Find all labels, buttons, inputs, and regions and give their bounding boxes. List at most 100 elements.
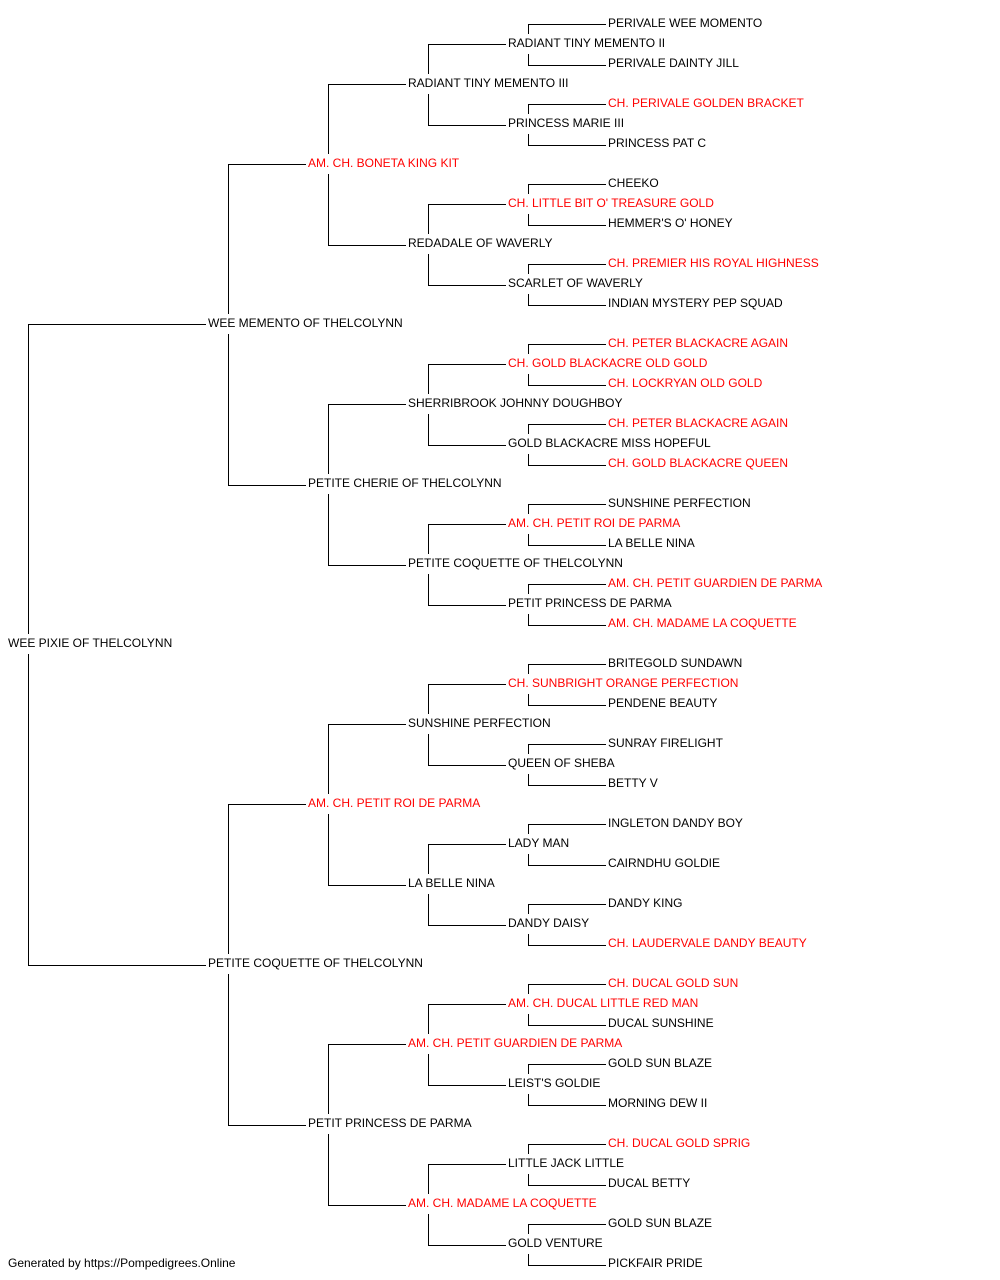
pedigree-name-pedigree.sire.sire.dam.dam.name: SCARLET OF WAVERLY: [508, 276, 643, 290]
connector-pedigree.dam.sire.sire.dam-dam: [528, 774, 606, 786]
pedigree-name-pedigree.dam.sire.sire.name: SUNSHINE PERFECTION: [408, 716, 551, 730]
connector-pedigree.sire.sire.dam.sire-sire: [528, 184, 606, 194]
pedigree-name-pedigree.sire.dam.sire.dam.dam.name: CH. GOLD BLACKACRE QUEEN: [608, 456, 788, 470]
connector-pedigree.sire.dam.dam.dam-sire: [528, 584, 606, 594]
connector-pedigree.sire-dam: [228, 334, 306, 486]
connector-pedigree.sire.dam-sire: [328, 404, 406, 474]
pedigree-name-pedigree.sire.name: WEE MEMENTO OF THELCOLYNN: [208, 316, 403, 330]
pedigree-name-pedigree.dam.dam.name: PETIT PRINCESS DE PARMA: [308, 1116, 472, 1130]
connector-pedigree.dam.dam-sire: [328, 1044, 406, 1114]
connector-pedigree.sire.sire.sire.sire-sire: [528, 24, 606, 34]
pedigree-name-pedigree.dam.sire.sire.dam.name: QUEEN OF SHEBA: [508, 756, 615, 770]
pedigree-name-pedigree.dam.sire.sire.sire.dam.name: PENDENE BEAUTY: [608, 696, 717, 710]
connector-pedigree.dam.sire.sire-sire: [428, 684, 506, 714]
pedigree-name-pedigree.dam.dam.sire.dam.sire.name: GOLD SUN BLAZE: [608, 1056, 712, 1070]
pedigree-name-pedigree.dam.name: PETITE COQUETTE OF THELCOLYNN: [208, 956, 423, 970]
connector-pedigree.dam.dam.dam.dam-dam: [528, 1254, 606, 1266]
pedigree-name-pedigree.sire.sire.dam.sire.sire.name: CHEEKO: [608, 176, 659, 190]
connector-pedigree.sire.sire.sire.sire-dam: [528, 54, 606, 66]
pedigree-name-pedigree.sire.dam.dam.dam.name: PETIT PRINCESS DE PARMA: [508, 596, 672, 610]
pedigree-name-pedigree.sire.dam.sire.name: SHERRIBROOK JOHNNY DOUGHBOY: [408, 396, 622, 410]
connector-pedigree.dam.sire.dam.sire-sire: [528, 824, 606, 834]
pedigree-name-pedigree.dam.dam.sire.sire.sire.name: CH. DUCAL GOLD SUN: [608, 976, 738, 990]
pedigree-name-pedigree.dam.sire.sire.sire.sire.name: BRITEGOLD SUNDAWN: [608, 656, 742, 670]
connector-pedigree.sire.dam.dam.sire-dam: [528, 534, 606, 546]
pedigree-name-pedigree.sire.dam.sire.sire.name: CH. GOLD BLACKACRE OLD GOLD: [508, 356, 708, 370]
connector-pedigree.dam-sire: [228, 804, 306, 954]
pedigree-name-pedigree.sire.sire.sire.sire.sire.name: PERIVALE WEE MOMENTO: [608, 16, 762, 30]
connector-pedigree.sire.sire.sire-sire: [428, 44, 506, 74]
connector-pedigree.sire.dam.sire-sire: [428, 364, 506, 394]
pedigree-name-pedigree.dam.dam.dam.dam.sire.name: GOLD SUN BLAZE: [608, 1216, 712, 1230]
pedigree-name-pedigree.dam.dam.dam.dam.name: GOLD VENTURE: [508, 1236, 603, 1250]
pedigree-name-pedigree.sire.sire.dam.dam.sire.name: CH. PREMIER HIS ROYAL HIGHNESS: [608, 256, 819, 270]
connector-pedigree.sire.sire-sire: [328, 84, 406, 154]
connector-pedigree.dam.sire-sire: [328, 724, 406, 794]
connector-pedigree.dam.dam.sire-sire: [428, 1004, 506, 1034]
pedigree-name-pedigree.dam.dam.sire.dam.name: LEIST'S GOLDIE: [508, 1076, 600, 1090]
pedigree-name-pedigree.sire.sire.dam.sire.name: CH. LITTLE BIT O' TREASURE GOLD: [508, 196, 714, 210]
connector-pedigree.sire.sire.dam.dam-sire: [528, 264, 606, 274]
pedigree-name-pedigree.sire.dam.sire.sire.dam.name: CH. LOCKRYAN OLD GOLD: [608, 376, 763, 390]
pedigree-name-pedigree.name: WEE PIXIE OF THELCOLYNN: [8, 636, 172, 650]
connector-pedigree.sire.dam.sire.sire-dam: [528, 374, 606, 386]
connector-pedigree.dam.dam.dam.sire-sire: [528, 1144, 606, 1154]
connector-pedigree.sire-sire: [228, 164, 306, 314]
connector-pedigree.dam-dam: [228, 974, 306, 1126]
pedigree-name-pedigree.sire.dam.dam.dam.dam.name: AM. CH. MADAME LA COQUETTE: [608, 616, 797, 630]
pedigree-name-pedigree.dam.sire.dam.sire.sire.name: INGLETON DANDY BOY: [608, 816, 743, 830]
pedigree-name-pedigree.dam.dam.dam.sire.name: LITTLE JACK LITTLE: [508, 1156, 624, 1170]
pedigree-name-pedigree.sire.dam.dam.sire.sire.name: SUNSHINE PERFECTION: [608, 496, 751, 510]
connector-pedigree.sire.sire.dam-sire: [428, 204, 506, 234]
pedigree-name-pedigree.dam.dam.sire.name: AM. CH. PETIT GUARDIEN DE PARMA: [408, 1036, 622, 1050]
pedigree-name-pedigree.dam.sire.sire.sire.name: CH. SUNBRIGHT ORANGE PERFECTION: [508, 676, 738, 690]
pedigree-name-pedigree.sire.sire.name: AM. CH. BONETA KING KIT: [308, 156, 460, 170]
pedigree-name-pedigree.sire.sire.dam.dam.dam.name: INDIAN MYSTERY PEP SQUAD: [608, 296, 783, 310]
connector-pedigree.dam.sire.sire.sire-sire: [528, 664, 606, 674]
pedigree-name-pedigree.dam.dam.dam.sire.sire.name: CH. DUCAL GOLD SPRIG: [608, 1136, 750, 1150]
pedigree-name-pedigree.dam.sire.dam.dam.dam.name: CH. LAUDERVALE DANDY BEAUTY: [608, 936, 807, 950]
pedigree-name-pedigree.sire.sire.sire.dam.dam.name: PRINCESS PAT C: [608, 136, 706, 150]
pedigree-name-pedigree.sire.dam.dam.sire.name: AM. CH. PETIT ROI DE PARMA: [508, 516, 680, 530]
pedigree-name-pedigree.dam.sire.name: AM. CH. PETIT ROI DE PARMA: [308, 796, 480, 810]
pedigree-name-pedigree.dam.sire.dam.dam.sire.name: DANDY KING: [608, 896, 682, 910]
connector-pedigree.dam.dam-dam: [328, 1134, 406, 1206]
pedigree-name-pedigree.dam.sire.dam.sire.dam.name: CAIRNDHU GOLDIE: [608, 856, 720, 870]
pedigree-name-pedigree.dam.sire.dam.name: LA BELLE NINA: [408, 876, 495, 890]
pedigree-name-pedigree.dam.sire.dam.sire.name: LADY MAN: [508, 836, 569, 850]
pedigree-name-pedigree.sire.dam.sire.dam.sire.name: CH. PETER BLACKACRE AGAIN: [608, 416, 788, 430]
connector-pedigree.sire.dam.sire.dam-dam: [528, 454, 606, 466]
pedigree-name-pedigree.sire.sire.sire.dam.name: PRINCESS MARIE III: [508, 116, 624, 130]
pedigree-name-pedigree.dam.dam.dam.sire.dam.name: DUCAL BETTY: [608, 1176, 690, 1190]
connector-pedigree-dam: [28, 654, 206, 966]
connector-pedigree.dam.sire.dam-dam: [428, 894, 506, 926]
pedigree-name-pedigree.sire.sire.sire.sire.dam.name: PERIVALE DAINTY JILL: [608, 56, 739, 70]
connector-pedigree.dam.dam.sire-dam: [428, 1054, 506, 1086]
pedigree-name-pedigree.sire.sire.dam.name: REDADALE OF WAVERLY: [408, 236, 552, 250]
pedigree-name-pedigree.sire.dam.name: PETITE CHERIE OF THELCOLYNN: [308, 476, 502, 490]
connector-pedigree.dam.dam.sire.dam-dam: [528, 1094, 606, 1106]
connector-pedigree.dam.dam.dam.sire-dam: [528, 1174, 606, 1186]
pedigree-name-pedigree.dam.sire.sire.dam.sire.name: SUNRAY FIRELIGHT: [608, 736, 724, 750]
pedigree-name-pedigree.sire.sire.sire.sire.name: RADIANT TINY MEMENTO II: [508, 36, 665, 50]
connector-pedigree.dam.dam.sire.sire-dam: [528, 1014, 606, 1026]
connector-pedigree.dam.sire.sire.sire-dam: [528, 694, 606, 706]
connector-pedigree.dam.dam.sire.sire-sire: [528, 984, 606, 994]
connector-pedigree.dam.dam.dam.dam-sire: [528, 1224, 606, 1234]
connector-pedigree.dam.sire.dam-sire: [428, 844, 506, 874]
connector-pedigree.sire.dam.sire-dam: [428, 414, 506, 446]
pedigree-name-pedigree.sire.dam.sire.sire.sire.name: CH. PETER BLACKACRE AGAIN: [608, 336, 788, 350]
pedigree-name-pedigree.sire.sire.sire.dam.sire.name: CH. PERIVALE GOLDEN BRACKET: [608, 96, 804, 110]
connector-pedigree.dam.sire.sire.dam-sire: [528, 744, 606, 754]
connector-pedigree.sire.dam.dam-sire: [428, 524, 506, 554]
connector-pedigree.sire.dam-dam: [328, 494, 406, 566]
pedigree-name-pedigree.dam.dam.sire.sire.name: AM. CH. DUCAL LITTLE RED MAN: [508, 996, 698, 1010]
connector-pedigree.sire.dam.sire.sire-sire: [528, 344, 606, 354]
connector-pedigree-sire: [28, 324, 206, 634]
pedigree-name-pedigree.sire.dam.sire.dam.name: GOLD BLACKACRE MISS HOPEFUL: [508, 436, 711, 450]
connector-pedigree.sire.sire.dam-dam: [428, 254, 506, 286]
pedigree-name-pedigree.dam.dam.dam.dam.dam.name: PICKFAIR PRIDE: [608, 1256, 703, 1270]
connector-pedigree.dam.dam.dam-sire: [428, 1164, 506, 1194]
connector-pedigree.dam.dam.dam-dam: [428, 1214, 506, 1246]
